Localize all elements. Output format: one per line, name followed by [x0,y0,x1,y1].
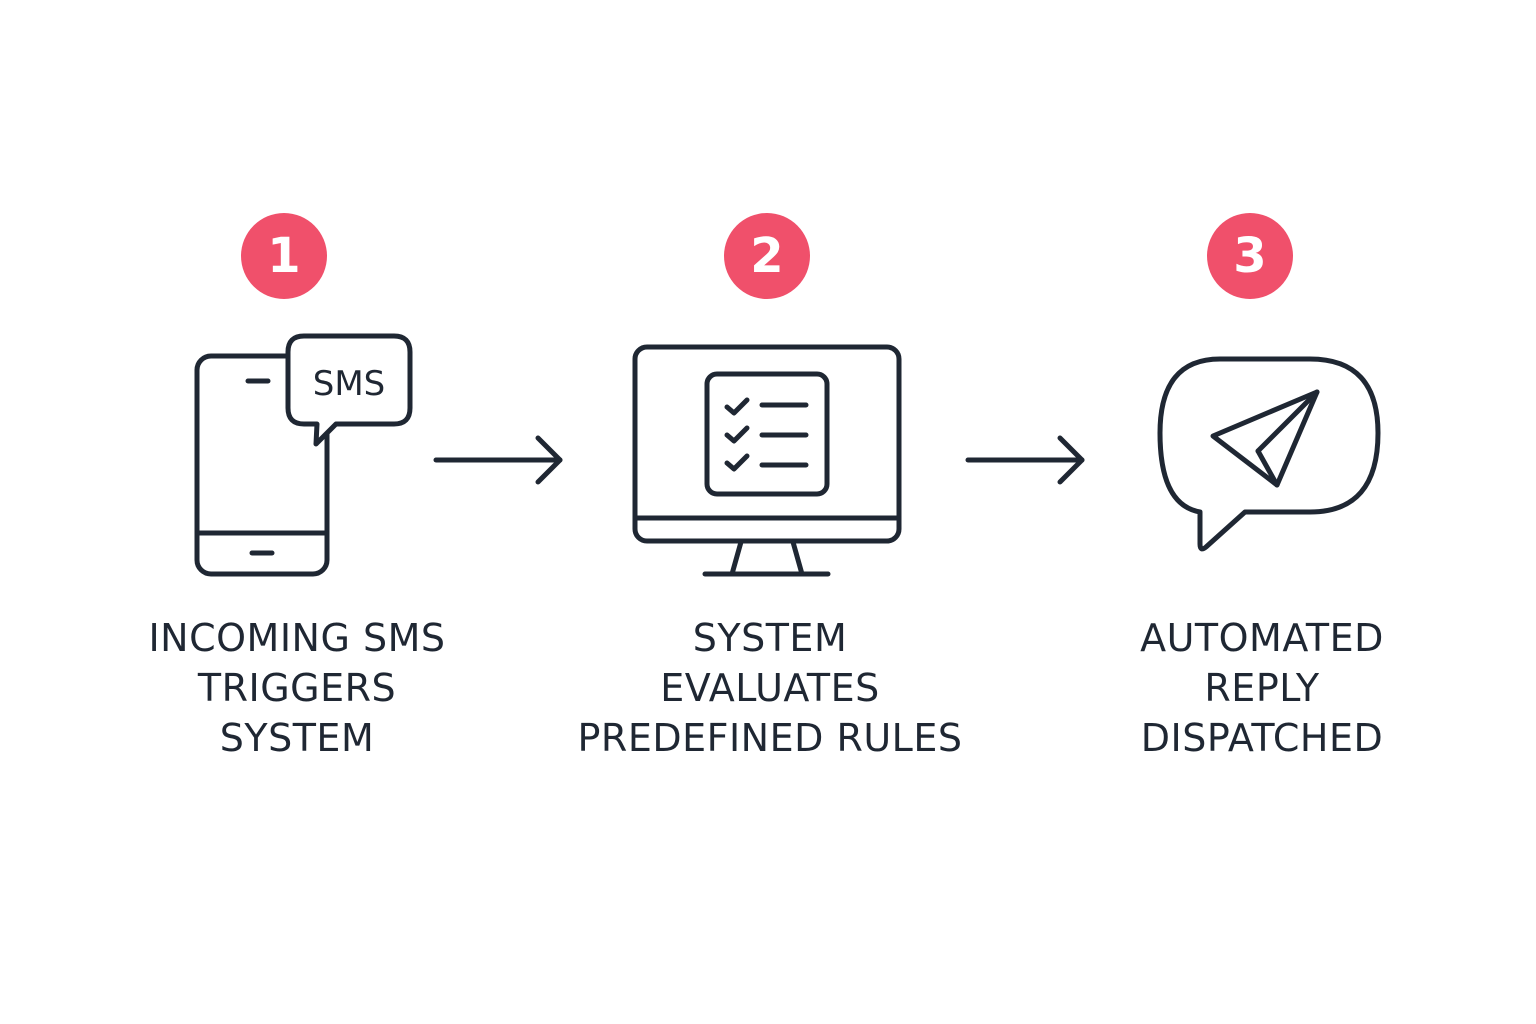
step-2-label-line: PREDEFINED RULES [577,716,963,760]
step-2-number-badge: 2 [724,213,810,299]
step-2-label: SYSTEM EVALUATES PREDEFINED RULES [540,613,1000,763]
step-1-label-line: SYSTEM [219,716,375,760]
step-3-label: AUTOMATED REPLY DISPATCHED [1032,613,1492,763]
sms-bubble-text: SMS [313,364,386,404]
step-1-label-line: INCOMING SMS [148,616,446,660]
step-3-label-line: AUTOMATED [1140,616,1384,660]
step-1-label-line: TRIGGERS [197,666,397,710]
step-3-label-line: DISPATCHED [1140,716,1384,760]
step-2-label-line: SYSTEM [692,616,848,660]
step-2-label-line: EVALUATES [660,666,880,710]
arrow-right-icon [965,435,1085,485]
step-1-label: INCOMING SMS TRIGGERS SYSTEM [67,613,527,763]
chat-paper-plane-icon [1157,356,1381,552]
phone-sms-icon: SMS [194,333,413,577]
step-3-number-badge: 3 [1207,213,1293,299]
monitor-checklist-icon [632,344,902,577]
arrow-right-icon [433,435,563,485]
step-1-number-badge: 1 [241,213,327,299]
step-3-label-line: REPLY [1204,666,1320,710]
